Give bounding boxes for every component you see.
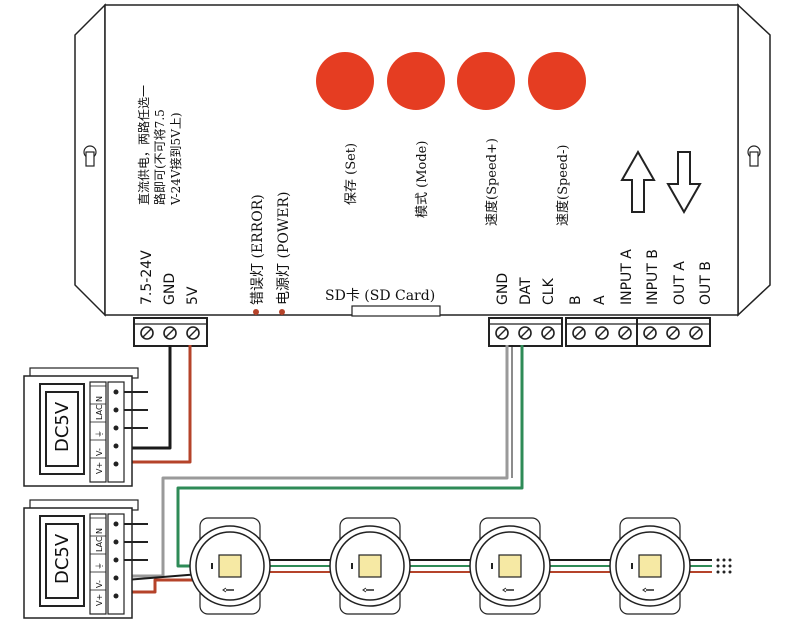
power-supply-2: DC5V V+ V- ⏚ LAC N [23,499,148,619]
psu-screw[interactable] [113,521,119,527]
psu-terminal-label: ⏚ [95,562,104,570]
set-button-label: 保存 (Set) [344,143,359,205]
sd-card-label: SD卡 (SD Card) [325,288,435,304]
buttons: 保存 (Set) 模式 (Mode) 速度(Speed+) 速度(Speed-) [316,52,586,226]
label-7-5-24v: 7.5-24V [139,250,155,305]
led-pixel [189,517,271,615]
continuation-dots [716,558,732,574]
label-out-b: OUT B [698,261,714,305]
indicator-labels: 错误灯 (ERROR) 电源灯 (POWER) [250,192,292,315]
data-terminal-labels: GND DAT CLK B A INPUT A INPUT B OUT A OU… [495,249,714,305]
power-led [279,309,285,315]
psu-label: DC5V [52,533,73,584]
power-indicator-label: 电源灯 (POWER) [276,192,292,305]
psu-screw[interactable] [113,389,119,395]
speed-minus-label: 速度(Speed-) [555,145,571,226]
error-led [253,309,259,315]
psu-terminal-label: N [95,528,104,534]
led-chip [638,554,662,578]
psu-screw[interactable] [113,575,119,581]
psu-terminal-label: V- [95,448,104,456]
sd-card-slot [351,305,441,317]
psu-screw[interactable] [113,407,119,413]
label-gnd-power: GND [162,273,178,305]
power-terminal-block [133,317,208,347]
psu-terminal-label: V- [95,580,104,588]
psu-screw[interactable] [113,425,119,431]
speed-minus-button[interactable] [528,52,586,110]
wire-psu2-black [124,573,201,581]
psu-terminal-label: N [95,396,104,402]
led-chip [498,554,522,578]
terminal-blocks [133,317,711,347]
label-input-a: INPUT A [619,249,635,305]
power-supply-1: DC5V V+ V- ⏚ LAC N [23,367,148,487]
psu-terminal-label: LAC [95,404,104,420]
led-pixel [609,517,691,615]
wire-dat-green [176,345,524,568]
power-note: 直流供电，两路任选一 路即可(不可将7.5 V-24V接到5V上) [136,85,183,206]
wire-5v-red [125,345,192,464]
psu-screw[interactable] [113,557,119,563]
led-chip [358,554,382,578]
power-note-line1: 直流供电，两路任选一 [136,85,151,205]
psu-screw[interactable] [113,539,119,545]
power-terminal-labels: 7.5-24V GND 5V [139,250,201,305]
set-button[interactable] [316,52,374,110]
psu-terminal-label: LAC [95,536,104,552]
mounting-hole-left [83,145,97,167]
mounting-hole-right [747,145,761,167]
label-dat: DAT [518,277,534,305]
psu-terminal-label: ⏚ [95,430,104,438]
psu-screw[interactable] [113,593,119,599]
label-a: A [592,295,608,305]
psu-screw[interactable] [113,461,119,467]
led-pixel [329,517,411,615]
label-input-b: INPUT B [645,249,661,305]
led-pixel [469,517,551,615]
label-gnd-data: GND [495,273,511,305]
power-note-line3: V-24V接到5V上) [168,112,183,206]
label-clk: CLK [541,277,557,305]
wire-gnd-black [125,345,172,450]
mode-button-label: 模式 (Mode) [415,141,430,218]
psu-screw[interactable] [113,443,119,449]
wire-gnd-gray [125,345,509,578]
speed-plus-label: 速度(Speed+) [484,138,500,226]
wire-psu2-red [125,578,200,594]
psu-terminal-label: V+ [95,594,104,606]
arrow-up-icon [620,149,656,213]
speed-plus-button[interactable] [457,52,515,110]
io-terminal-block [636,317,711,347]
led-pixels [189,517,691,615]
label-out-a: OUT A [672,261,688,305]
ab-terminal-block [565,317,640,347]
psu-label: DC5V [52,401,73,452]
label-5v: 5V [185,286,201,305]
mode-button[interactable] [387,52,445,110]
error-indicator-label: 错误灯 (ERROR) [250,194,266,305]
psu-terminal-label: V+ [95,462,104,474]
arrow-down-icon [666,151,702,215]
data-terminal-block [488,317,563,347]
power-note-line2: 路即可(不可将7.5 [152,109,167,205]
label-b: B [568,295,584,305]
led-chip [218,554,242,578]
wires [124,345,712,594]
